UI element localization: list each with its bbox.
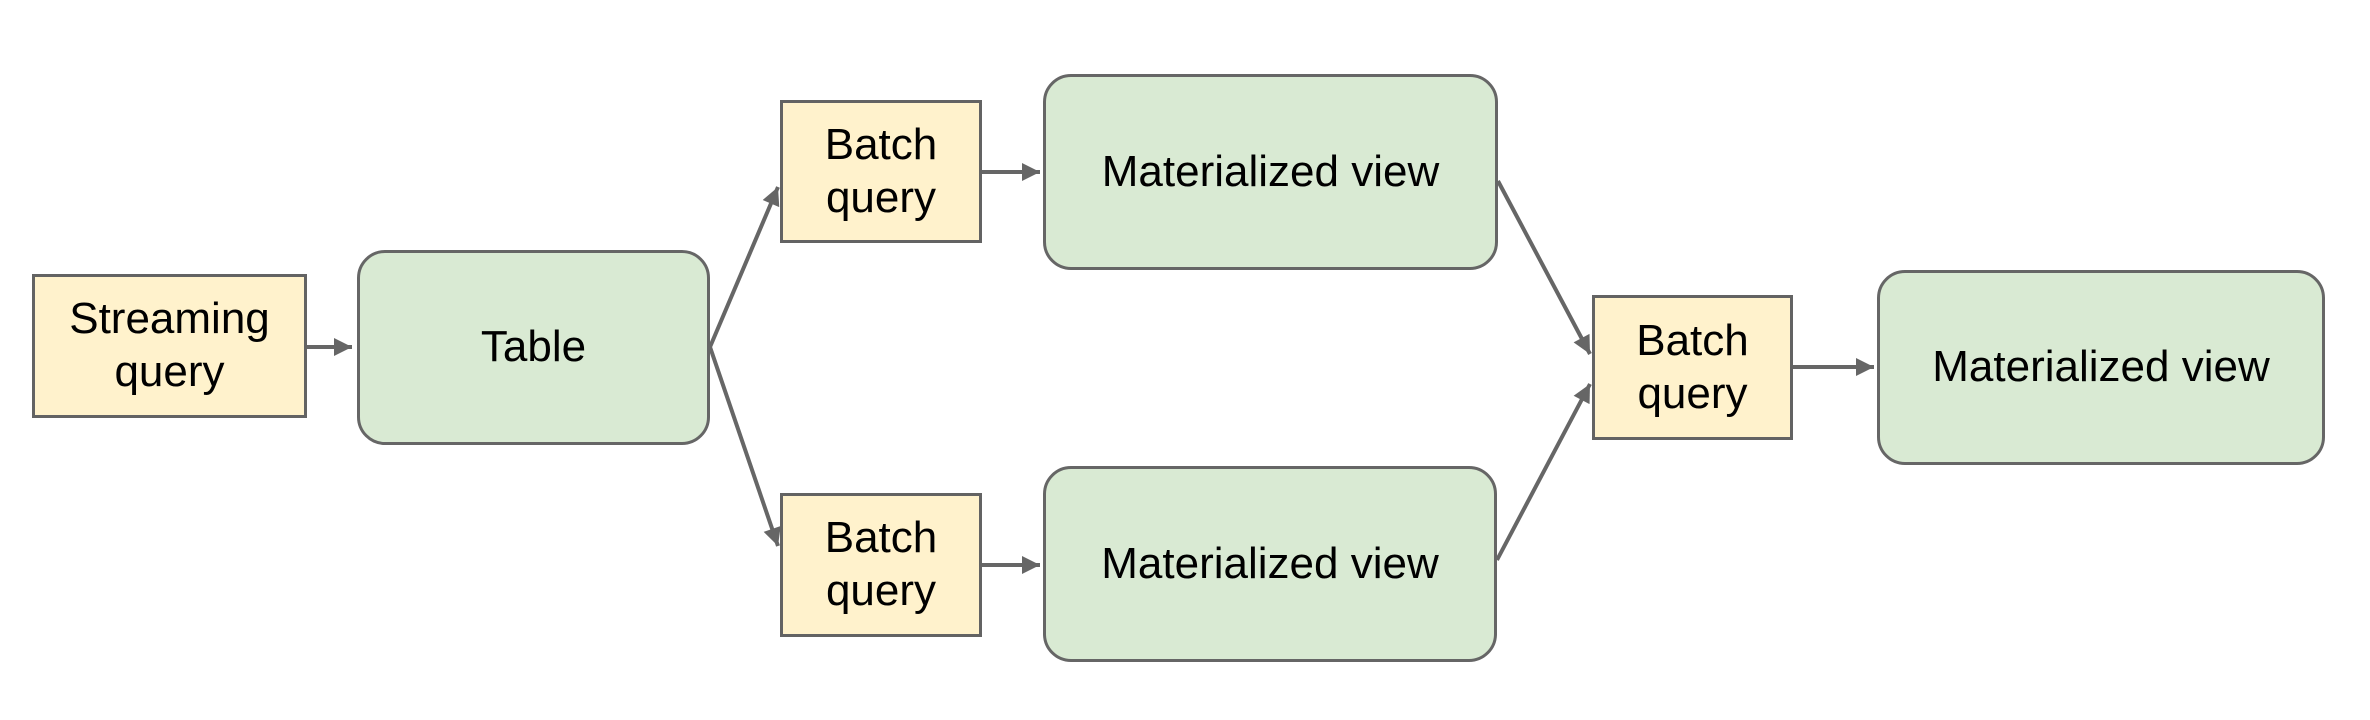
node-table-label: Table xyxy=(480,322,587,372)
node-materialized-view-top: Materialized view xyxy=(1043,74,1498,270)
node-batch-query-top: Batch query xyxy=(780,100,982,243)
node-materialized-view-bottom: Materialized view xyxy=(1043,466,1497,662)
node-table: Table xyxy=(357,250,710,445)
arrow-mv-top-to-batch-query-merge xyxy=(1496,180,1592,355)
node-batch-query-bottom-label: Batch query xyxy=(824,513,938,615)
node-materialized-view-bottom-label: Materialized view xyxy=(1101,538,1439,588)
arrow-mv-bottom-to-batch-query-merge xyxy=(1495,383,1592,561)
arrow-table-to-batch-query-bottom xyxy=(708,346,781,547)
node-streaming-query-label: Streaming query xyxy=(69,294,270,396)
node-streaming-query: Streaming query xyxy=(32,274,307,418)
node-materialized-view-final: Materialized view xyxy=(1877,270,2325,465)
node-batch-query-top-label: Batch query xyxy=(824,119,938,222)
node-batch-query-bottom: Batch query xyxy=(780,493,982,637)
node-batch-query-merge: Batch query xyxy=(1592,295,1793,440)
node-materialized-view-final-label: Materialized view xyxy=(1932,342,2270,392)
arrow-table-to-batch-query-top xyxy=(708,186,780,348)
node-batch-query-merge-label: Batch query xyxy=(1636,315,1749,418)
node-materialized-view-top-label: Materialized view xyxy=(1101,146,1440,196)
